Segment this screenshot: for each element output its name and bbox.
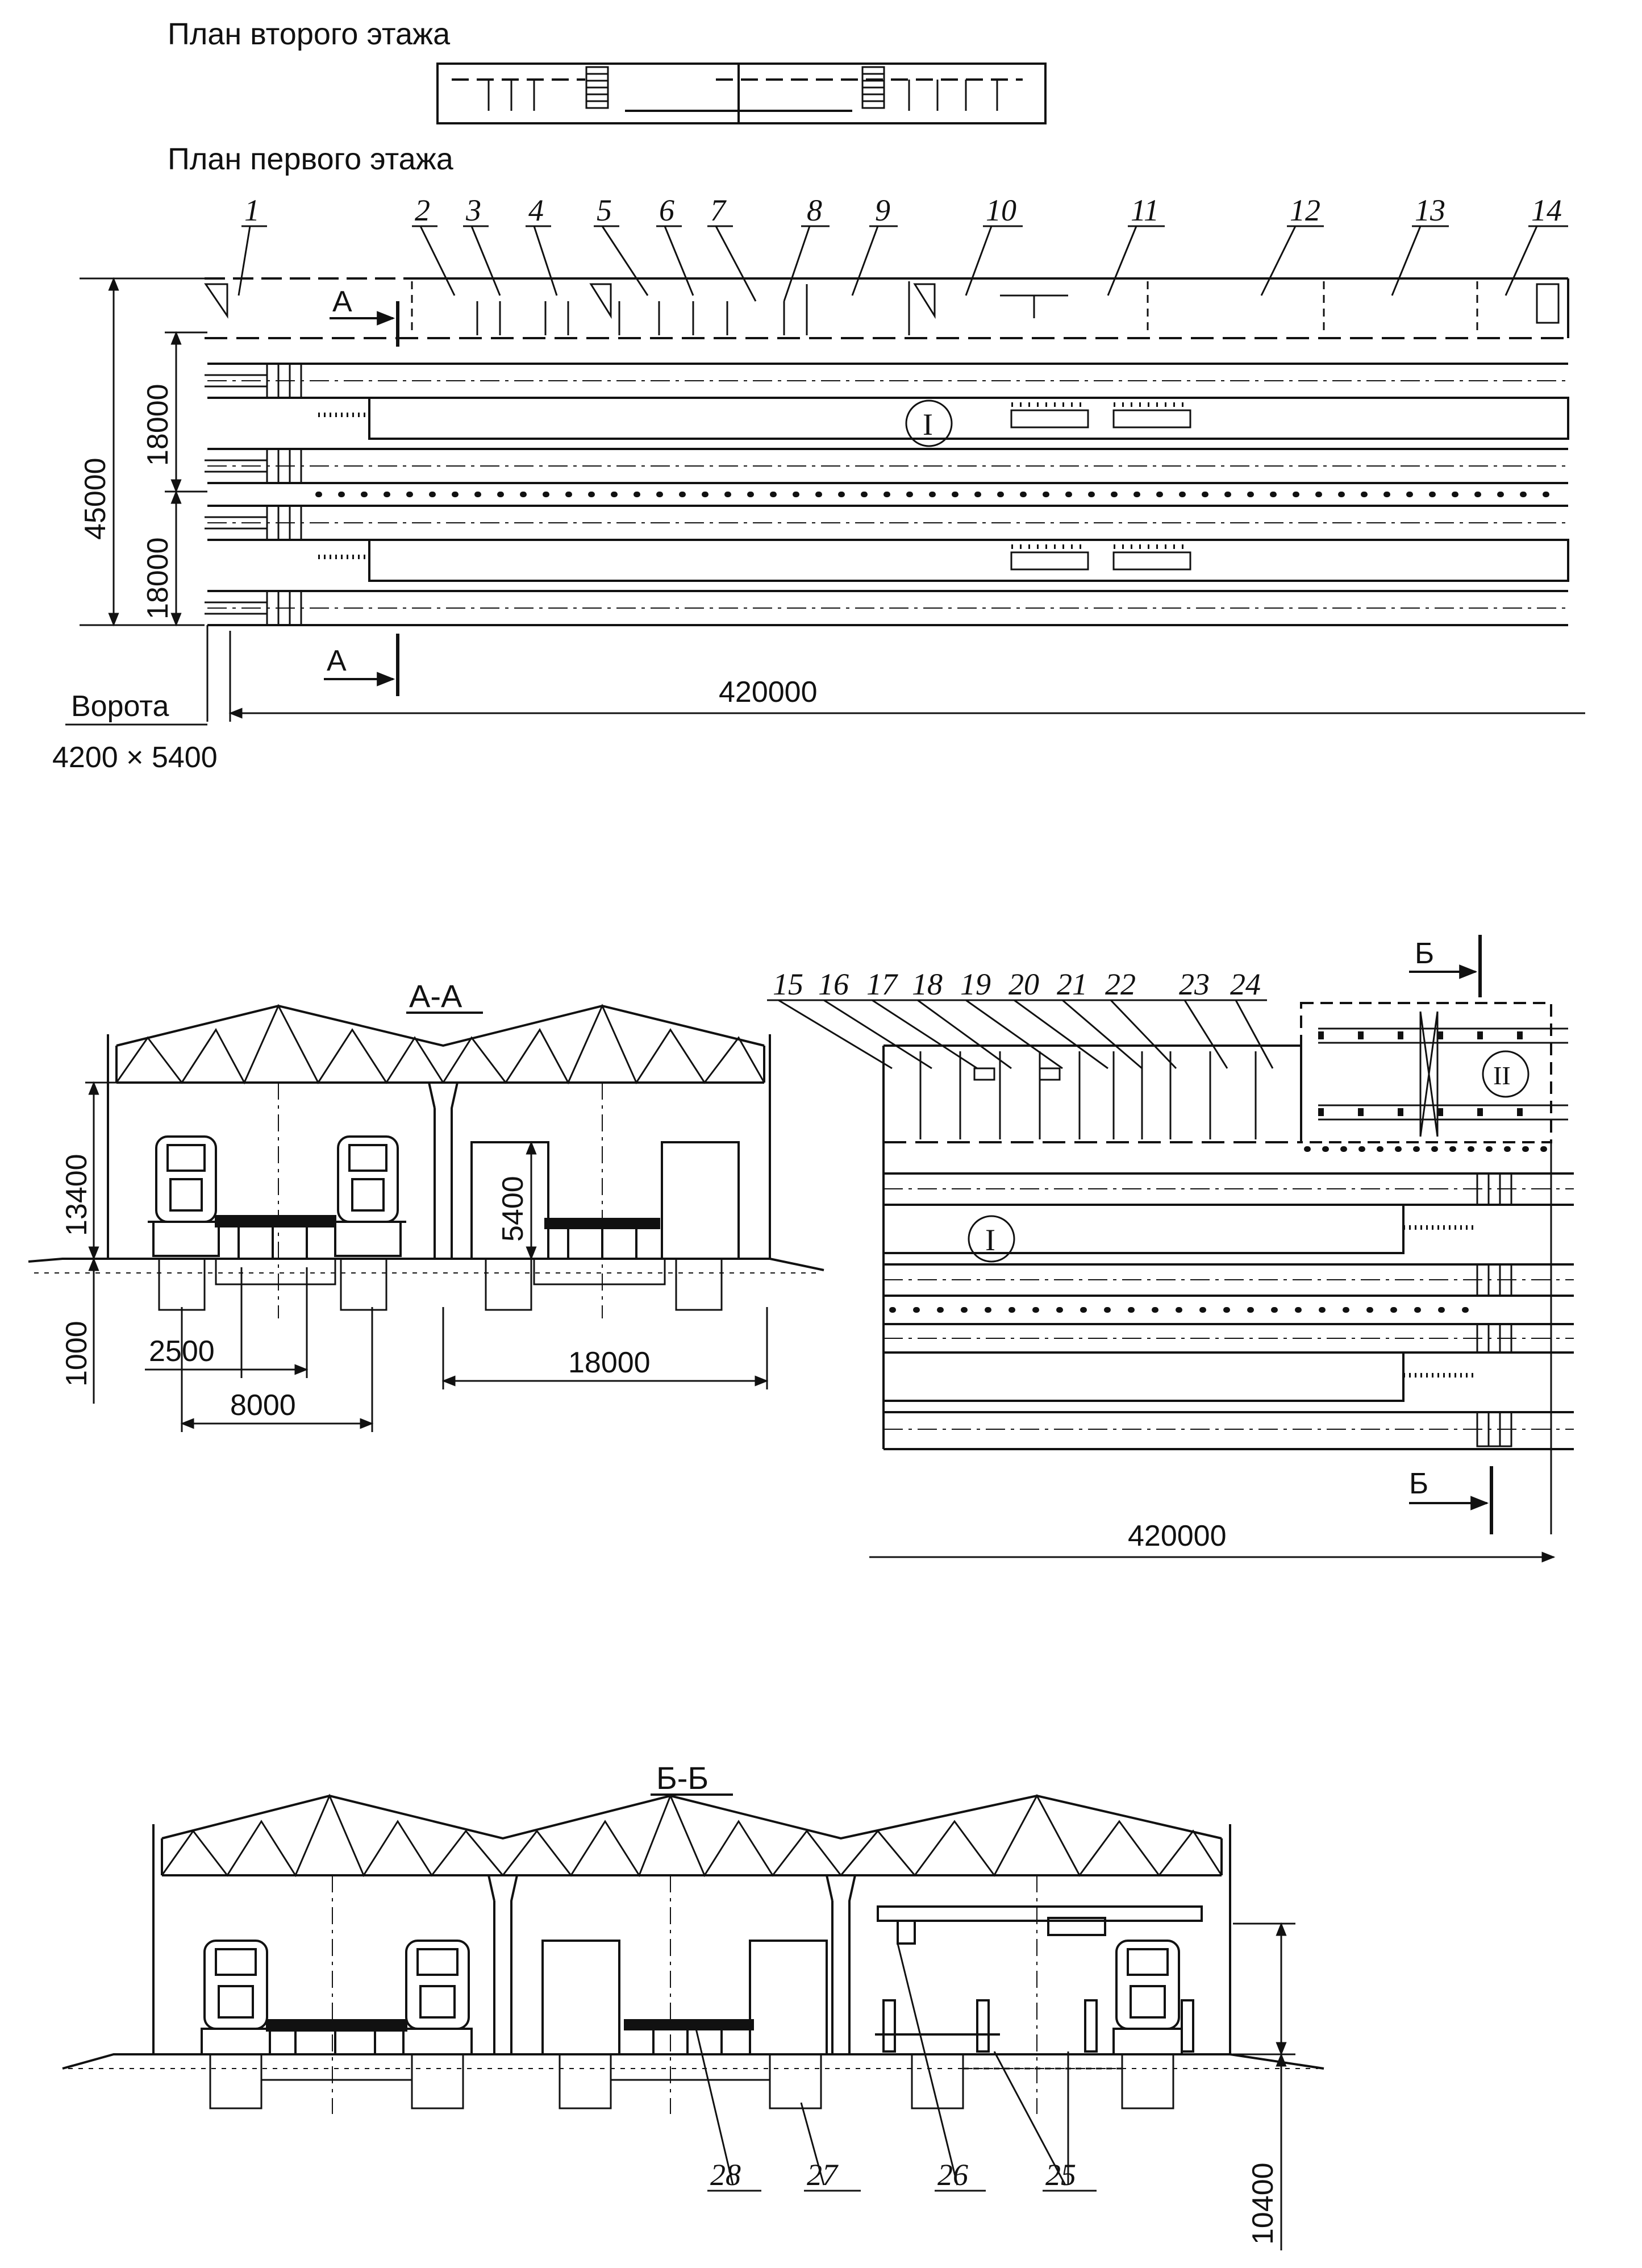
room-number-4: 4 — [528, 193, 544, 227]
callout-27: 27 — [807, 2158, 839, 2192]
section-b-marker-bottom — [1409, 1466, 1493, 1534]
plan-b-drawing — [882, 1002, 1574, 1534]
room-number-19: 19 — [960, 967, 991, 1001]
section-a-marker-bottom — [324, 634, 399, 696]
section-a-letter-top: А — [332, 285, 352, 318]
track-circle-marker — [968, 1215, 1015, 1263]
room-number-3: 3 — [465, 193, 481, 227]
room-number-2: 2 — [415, 193, 430, 227]
roman-two-label: II — [1493, 1061, 1511, 1090]
dim-13400: 13400 — [60, 1154, 93, 1236]
dim-420000-plan-b: 420000 — [1128, 1520, 1227, 1553]
room-number-14: 14 — [1531, 193, 1562, 227]
callout-25: 25 — [1045, 2158, 1076, 2192]
room-number-5: 5 — [597, 193, 612, 227]
room-number-17: 17 — [866, 967, 898, 1001]
section-aa-drawing — [28, 1004, 824, 1318]
room-number-22: 22 — [1105, 967, 1136, 1001]
room-callouts-top: 1 2 3 4 5 6 7 8 9 10 11 12 13 14 — [237, 193, 1568, 302]
section-b-marker-top — [1409, 935, 1482, 997]
dim-45000: 45000 — [79, 457, 112, 540]
locomotive-front-icon — [1112, 1940, 1183, 2055]
dim-18000-lower: 18000 — [141, 537, 174, 619]
room-number-10: 10 — [986, 193, 1016, 227]
room-number-24: 24 — [1230, 967, 1261, 1001]
section-bb-drawing — [62, 1793, 1324, 2114]
plan-dimension-lines — [65, 277, 1585, 726]
callout-26: 26 — [937, 2158, 968, 2192]
second-floor-title: План второго этажа — [168, 17, 451, 51]
section-a-letter-bottom: А — [327, 644, 347, 677]
dim-1000: 1000 — [60, 1321, 93, 1387]
first-floor-title: План первого этажа — [168, 142, 454, 176]
section-bb-title: Б-Б — [656, 1760, 709, 1796]
roman-one-label: I — [985, 1223, 995, 1257]
gate-size: 4200 × 5400 — [52, 741, 218, 774]
locomotive-front-icon — [402, 1940, 473, 2055]
second-floor-plan — [436, 63, 1047, 124]
stair-icon — [585, 66, 885, 109]
locomotive-front-icon — [201, 1940, 271, 2055]
track-circle-marker — [905, 399, 953, 447]
dim-10400: 10400 — [1247, 2162, 1280, 2245]
track-roman-numeral: I — [923, 407, 933, 442]
section-aa-dimension-lines — [85, 1081, 769, 1432]
bay-circle-marker — [1482, 1050, 1530, 1098]
section-a-marker-top — [330, 301, 399, 347]
room-number-20: 20 — [1008, 967, 1039, 1001]
gate-label: Ворота — [71, 690, 169, 723]
dim-18000-upper: 18000 — [141, 384, 174, 466]
first-floor-plan — [204, 277, 1571, 626]
section-b-letter-top: Б — [1415, 937, 1434, 970]
room-number-18: 18 — [912, 967, 943, 1001]
room-number-16: 16 — [818, 967, 849, 1001]
locomotive-front-icon — [148, 1135, 224, 1257]
room-number-8: 8 — [807, 193, 822, 227]
room-number-13: 13 — [1415, 193, 1445, 227]
dim-420000-plan: 420000 — [719, 676, 818, 709]
section-aa-title: А-А — [409, 978, 462, 1014]
room-callouts-b: 15 16 17 18 19 20 21 22 23 24 — [767, 967, 1274, 1070]
locomotive-front-icon — [330, 1135, 406, 1257]
stair-icon — [204, 283, 1560, 324]
callout-28: 28 — [710, 2158, 741, 2192]
section-b-letter-bottom: Б — [1409, 1467, 1428, 1500]
room-number-7: 7 — [710, 193, 727, 227]
room-number-15: 15 — [773, 967, 803, 1001]
room-number-11: 11 — [1131, 193, 1159, 227]
section-bb-callout-lines — [695, 1922, 1295, 2250]
dim-5400: 5400 — [497, 1176, 530, 1242]
dim-2500: 2500 — [149, 1335, 215, 1368]
room-number-9: 9 — [875, 193, 890, 227]
room-number-1: 1 — [244, 193, 260, 227]
room-number-21: 21 — [1057, 967, 1087, 1001]
dim-18000-section: 18000 — [568, 1346, 651, 1379]
room-number-6: 6 — [659, 193, 674, 227]
room-number-23: 23 — [1179, 967, 1210, 1001]
room-number-12: 12 — [1290, 193, 1320, 227]
dim-8000: 8000 — [230, 1389, 296, 1422]
